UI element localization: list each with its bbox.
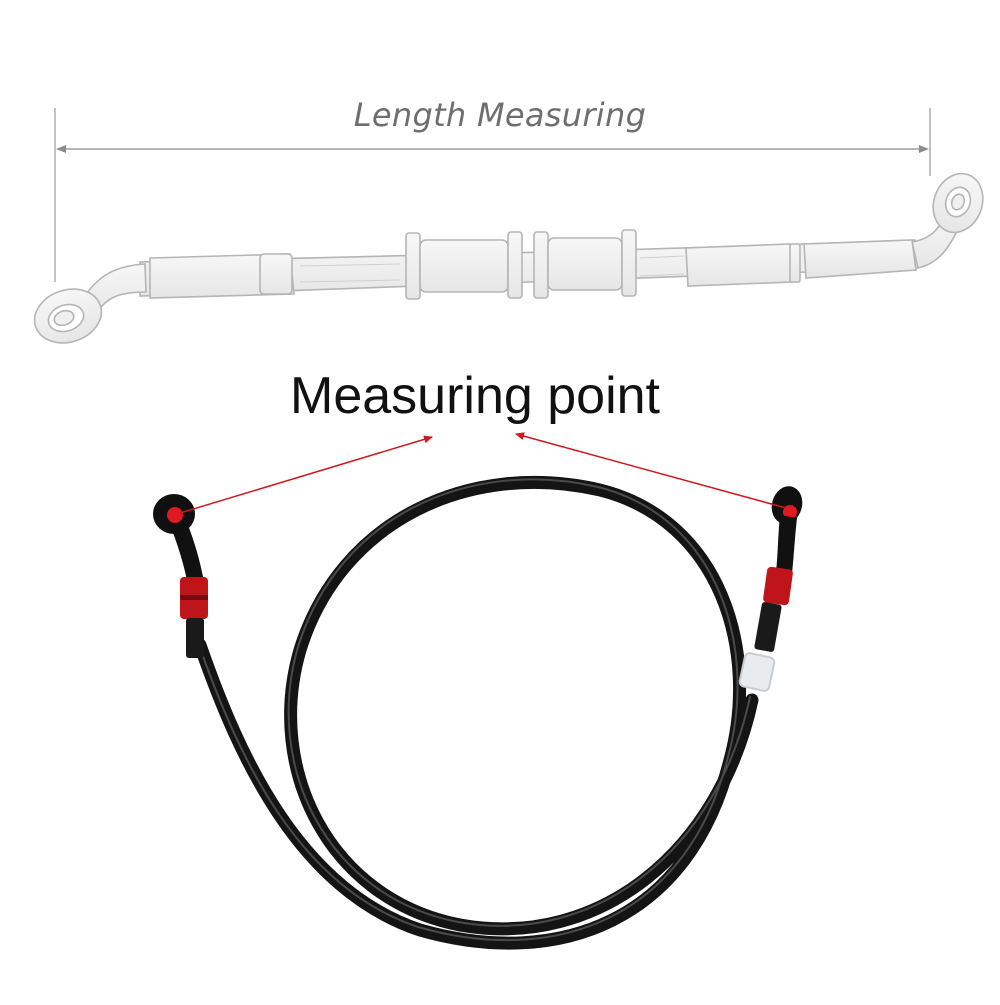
fitting-left-nut-band	[180, 595, 208, 600]
fitting-right-stem	[776, 515, 797, 574]
clamp-1-plate-b	[507, 231, 523, 299]
banjo-fitting-left	[33, 288, 103, 344]
clear-sleeve-clip	[738, 652, 776, 692]
measuring-point-left	[167, 507, 183, 523]
arrow-left	[179, 435, 433, 514]
clamp-1-body	[419, 239, 509, 293]
hose-loop-highlight	[197, 478, 751, 942]
fitting-left-ferrule	[186, 618, 204, 658]
banjo-fitting-right	[932, 172, 984, 234]
fitting-right	[738, 486, 803, 692]
hose-braid-texture	[299, 255, 685, 283]
length-measuring-label: Length Measuring	[353, 96, 647, 134]
fitting-right-red-nut	[763, 566, 793, 606]
hose-loop-outer	[193, 476, 759, 950]
sleeve-1	[149, 253, 295, 299]
clamp-2-body	[547, 237, 623, 291]
dimension-arrow-left	[56, 145, 66, 153]
sleeve-3	[803, 239, 917, 279]
sleeve-2	[685, 243, 793, 287]
arrow-right	[515, 432, 787, 509]
hose-outline-drawing	[33, 172, 984, 344]
measuring-point-right	[783, 505, 797, 519]
measuring-arrows	[179, 432, 787, 514]
measuring-point-label: Measuring point	[290, 367, 660, 425]
clamp-2-plate-a	[533, 231, 549, 299]
sleeve-1-band	[259, 253, 293, 295]
dimension-arrow-right	[919, 145, 929, 153]
clamp-2-plate-b	[621, 229, 637, 297]
fitting-right-ferrule	[754, 602, 782, 652]
fitting-left	[153, 494, 208, 658]
black-brake-hose	[193, 476, 759, 950]
clamp-1-plate-a	[405, 232, 421, 300]
length-dimension	[54, 108, 931, 282]
sleeve-2-ring	[789, 243, 801, 283]
fitting-left-stem	[170, 520, 204, 585]
